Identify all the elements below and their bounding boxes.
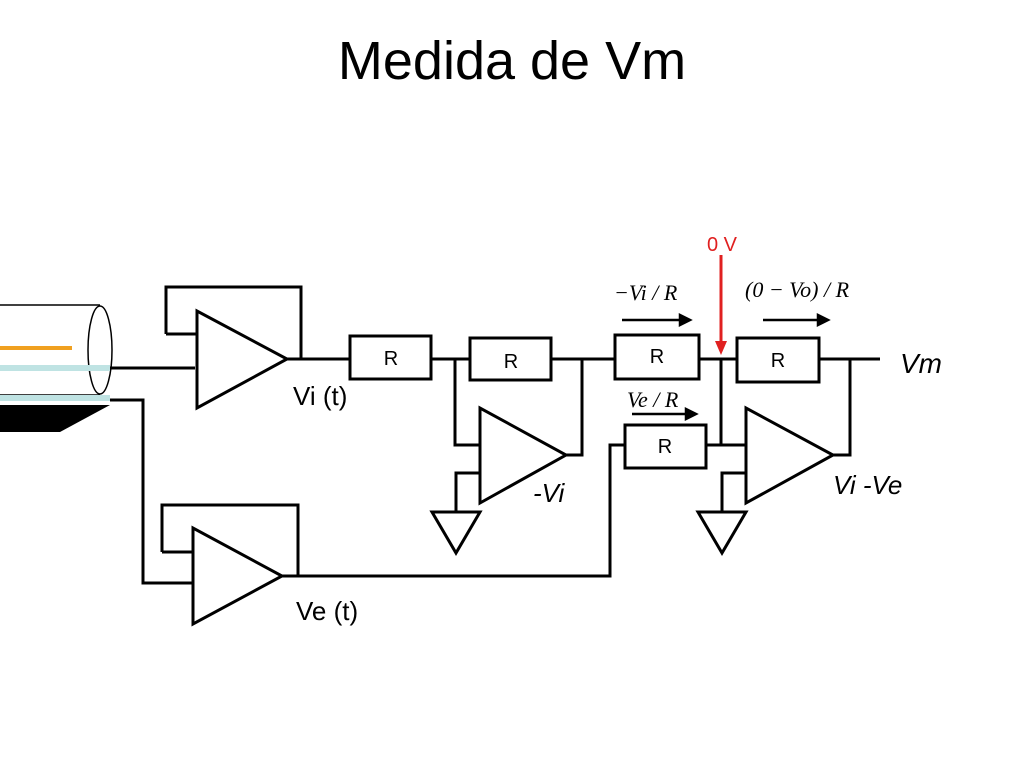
label-vm: Vm (900, 348, 942, 379)
electrode (0, 304, 113, 432)
opamp-inverter (429, 359, 584, 556)
label-neg-vi: -Vi (533, 478, 566, 508)
page-title: Medida de Vm (337, 31, 687, 91)
wire-ve-to-sum (282, 443, 625, 578)
label-current-ve: Ve / R (627, 387, 679, 412)
resistor-label: R (384, 348, 398, 370)
resistor-r1 (348, 334, 433, 381)
label-zero-v: 0 V (707, 234, 738, 256)
resistor-label: R (650, 346, 664, 368)
label-ve-t: Ve (t) (296, 596, 358, 626)
label-current-neg-vi: −Vi / R (614, 280, 678, 305)
resistor-label: R (504, 351, 518, 373)
resistor-r2 (468, 336, 553, 382)
opamp-vi-buffer (164, 285, 303, 411)
zero-v-arrow (715, 255, 727, 355)
opamp-summing (695, 359, 852, 556)
resistor-r4 (735, 336, 821, 384)
resistor-label: R (658, 436, 672, 458)
wire-ve-in (110, 398, 193, 585)
label-current-vo: (0 − Vo) / R (745, 277, 850, 302)
opamp-ve-buffer (160, 503, 300, 627)
current-arrows (622, 312, 831, 422)
resistor-label: R (771, 350, 785, 372)
label-vi-t: Vi (t) (293, 381, 347, 411)
label-vi-minus-ve: Vi -Ve (833, 470, 902, 500)
resistor-r3 (613, 333, 701, 381)
